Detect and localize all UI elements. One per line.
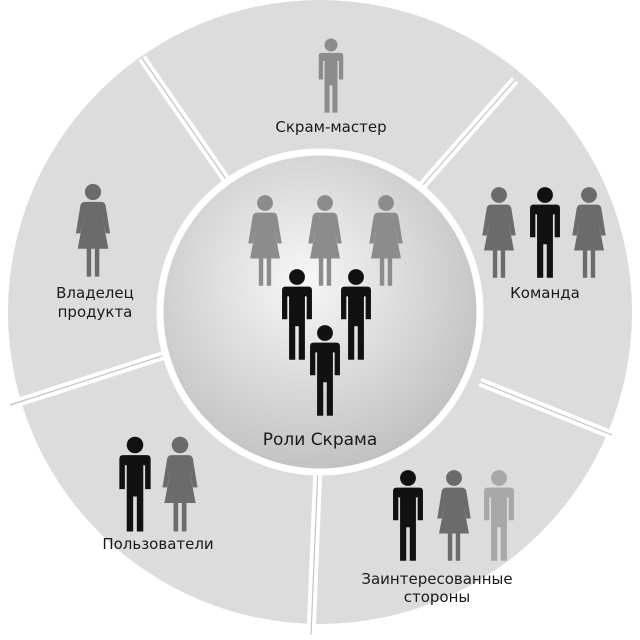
segment-divider-line [419,79,516,189]
person-body [318,52,344,113]
person-head [84,183,102,201]
person-head [171,436,189,454]
team-figures [482,187,606,278]
product-owner-label-line-1: Владелец [56,284,134,302]
person-head [289,269,305,285]
person-head [491,187,507,203]
center-figures [248,195,403,416]
person-body [437,487,471,561]
female-person-icon [369,195,403,286]
stakeholders-figures [393,470,514,561]
segment-divider-line [9,354,166,406]
person-body [341,286,371,360]
segment-divider-line [310,465,319,636]
person-body [369,212,403,286]
segment-divider-line [479,381,613,436]
male-person-icon [484,470,514,561]
stakeholders-label-line-2: стороны [404,588,471,606]
person-body [162,455,198,532]
male-person-icon [310,325,340,416]
female-person-icon [162,436,198,532]
female-person-icon [248,195,282,286]
team-label: Команда [510,284,580,302]
person-head [446,470,462,486]
person-head [324,38,338,52]
person-head [537,187,553,203]
person-head [491,470,507,486]
female-person-icon [437,470,471,561]
person-body [530,204,560,278]
center-hub: Роли Скрама [156,148,484,476]
segment-divider-line [141,57,233,189]
male-person-icon [318,38,344,113]
person-body [310,342,340,416]
person-head [317,325,333,341]
male-person-icon [530,187,560,278]
center-label: Роли Скрама [263,430,378,450]
users-label: Пользователи [102,535,213,553]
male-person-icon [341,269,371,360]
segment-product-owner: Владелец продукта [56,183,134,321]
segment-scrum-master: Скрам-мастер [275,38,387,136]
segment-team: Команда [482,187,606,302]
person-head [126,436,144,454]
female-person-icon [75,183,111,277]
male-person-icon [119,436,151,532]
product-owner-figures [75,183,111,277]
stakeholders-label-line-1: Заинтересованные [361,570,512,588]
person-head [317,195,333,211]
person-head [581,187,597,203]
product-owner-label-line-2: продукта [58,303,133,321]
person-body [75,201,111,277]
male-person-icon [282,269,312,360]
scrum-master-label: Скрам-мастер [275,118,386,136]
male-person-icon [393,470,423,561]
person-head [378,195,394,211]
person-body [282,286,312,360]
female-person-icon [482,187,516,278]
segment-stakeholders: Заинтересованные стороны [361,470,514,606]
female-person-icon [308,195,342,286]
person-head [257,195,273,211]
person-body [482,204,516,278]
female-person-icon [572,187,606,278]
person-body [484,487,514,561]
segment-users: Пользователи [102,436,214,553]
person-body [248,212,282,286]
users-figures [119,436,198,532]
person-body [119,455,151,532]
person-head [348,269,364,285]
scrum-master-figures [318,38,344,113]
person-body [393,487,423,561]
person-body [572,204,606,278]
person-body [308,212,342,286]
person-head [400,470,416,486]
